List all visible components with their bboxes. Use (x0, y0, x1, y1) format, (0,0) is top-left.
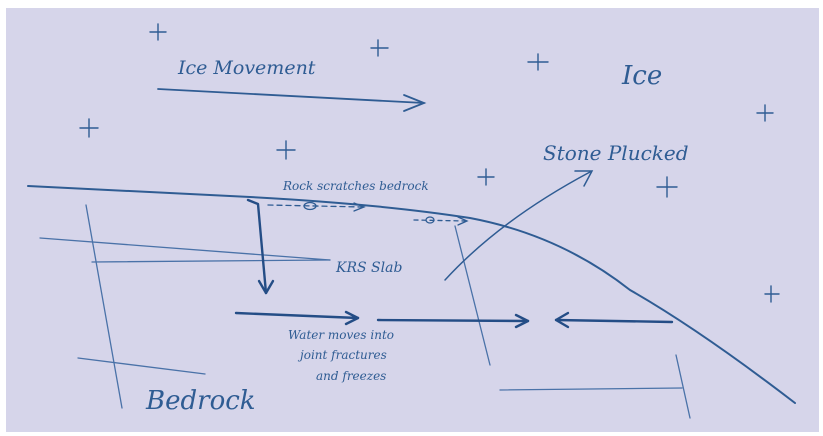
ice-plus-marker (764, 285, 780, 303)
water-flow-arrows (234, 198, 674, 329)
ice-plus-marker (477, 168, 495, 186)
ice-markers (79, 23, 780, 303)
krs-slab-label: KRS Slab (335, 260, 402, 276)
water-label-line2: joint fractures (297, 348, 387, 362)
ice-movement-label: Ice Movement (177, 57, 316, 79)
ice-movement-arrow (157, 88, 427, 112)
paper-background (6, 8, 819, 432)
stone-plucked-arrow (444, 170, 594, 281)
stone-plucked-label: Stone Plucked (543, 141, 689, 165)
bedrock-label: Bedrock (145, 386, 256, 416)
ice-plus-marker (527, 53, 549, 71)
ice-plus-marker (149, 23, 167, 41)
ice-label: Ice (621, 61, 662, 91)
ice-plus-marker (276, 140, 296, 160)
rock-scratches-label: Rock scratches bedrock (282, 179, 429, 193)
scratch-marks (267, 201, 469, 226)
ice-plus-marker (656, 176, 678, 198)
water-label-line1: Water moves into (288, 328, 394, 342)
ice-plus-marker (79, 118, 99, 138)
ice-plus-marker (756, 104, 774, 122)
ice-bedrock-boundary (27, 185, 796, 404)
bedrock-joint-lines (39, 204, 691, 419)
ice-plus-marker (370, 39, 389, 57)
water-label-line3: and freezes (316, 369, 386, 383)
